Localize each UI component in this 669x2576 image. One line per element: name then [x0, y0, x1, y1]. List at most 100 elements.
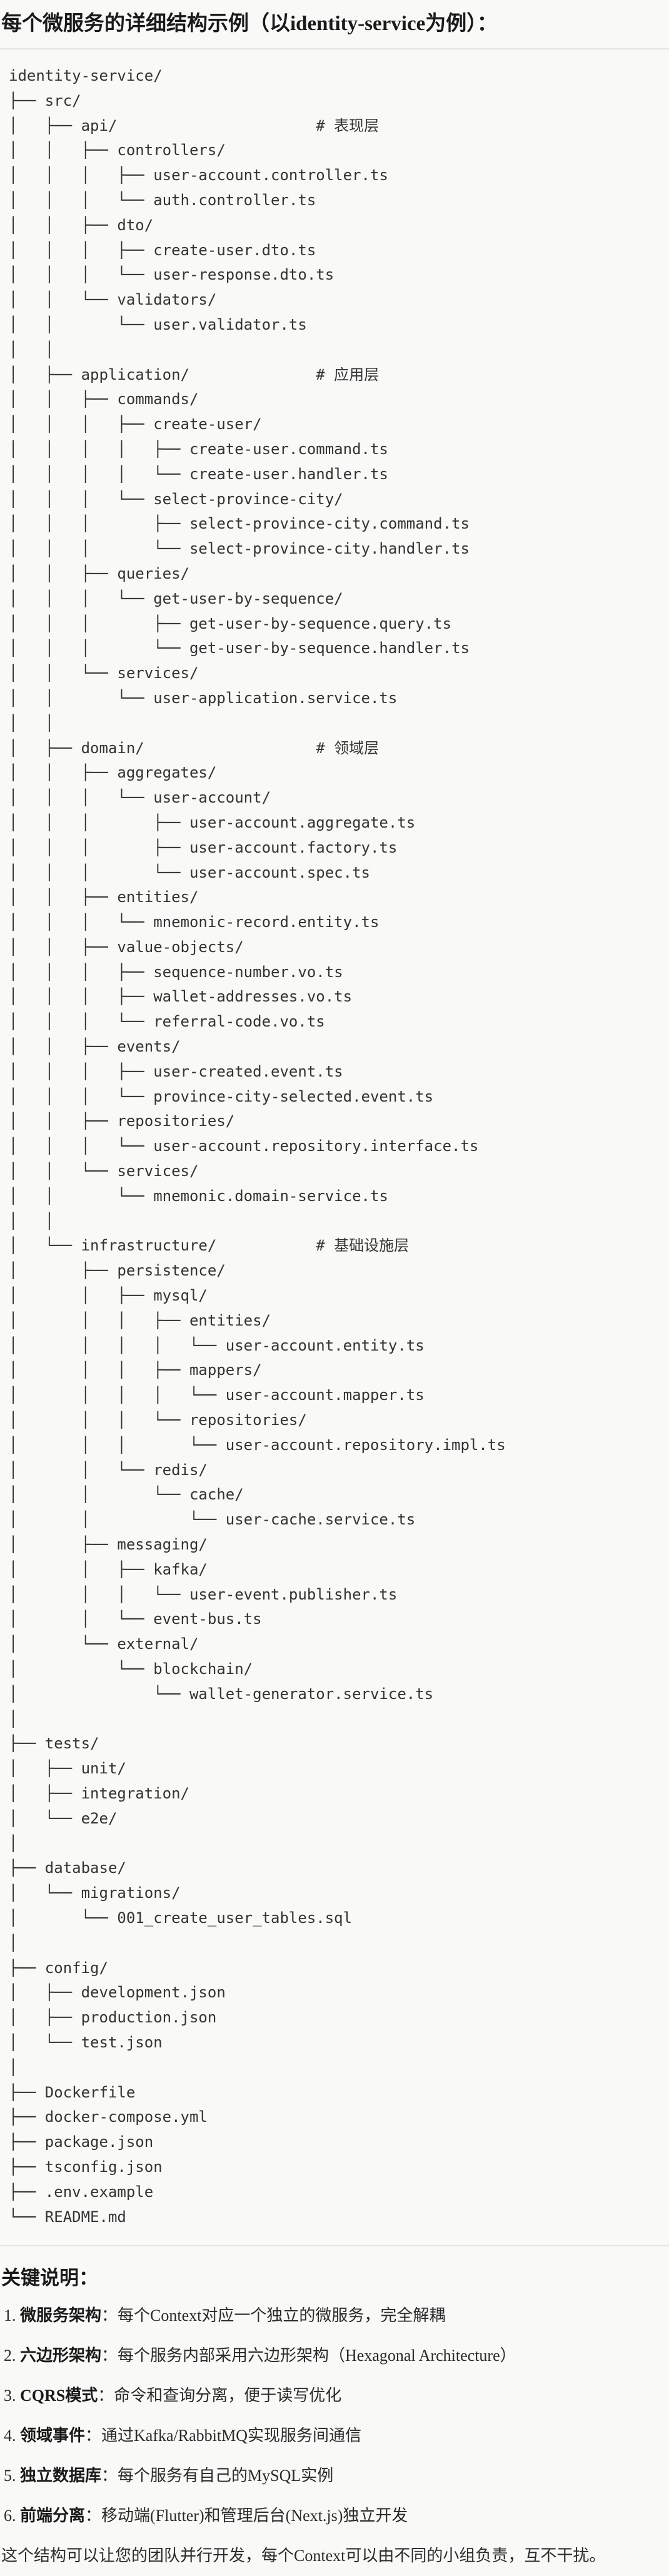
tree-line: │ │ │ └── user-account.repository.impl.t… — [9, 1436, 506, 1454]
divider — [0, 2245, 669, 2246]
tree-line: │ └── blockchain/ — [9, 1660, 253, 1678]
tree-line: │ │ │ ├── wallet-addresses.vo.ts — [9, 988, 353, 1006]
tree-line: ├── tsconfig.json — [9, 2158, 163, 2176]
tree-line: │ — [9, 1934, 18, 1952]
directory-tree-code-block: identity-service/├── src/│ ├── api/ # 表现… — [9, 64, 506, 2229]
tree-line: ├── database/ — [9, 1859, 126, 1877]
tree-line: │ │ └── event-bus.ts — [9, 1610, 262, 1628]
tree-line: │ │ — [9, 1212, 54, 1230]
note-number: 4. — [4, 2426, 20, 2445]
tree-line: │ │ — [9, 340, 54, 358]
tree-line: │ └── external/ — [9, 1635, 199, 1653]
note-term: 六边形架构 — [20, 2346, 102, 2365]
tree-line: ├── Dockerfile — [9, 2083, 136, 2101]
tree-line: │ │ ├── dto/ — [9, 216, 154, 234]
tree-line: │ │ │ │ ├── create-user.command.ts — [9, 440, 388, 458]
tree-line: │ │ ├── entities/ — [9, 888, 199, 906]
tree-line: │ │ │ ├── create-user/ — [9, 415, 262, 434]
note-number: 3. — [4, 2386, 20, 2405]
tree-line: │ │ │ │ └── user-account.mapper.ts — [9, 1386, 425, 1404]
tree-line: │ │ │ └── get-user-by-sequence.handler.t… — [9, 639, 470, 657]
note-number: 6. — [4, 2507, 20, 2525]
note-item: 6. 前端分离：移动端(Flutter)和管理后台(Next.js)独立开发 — [1, 2496, 664, 2536]
tree-line: │ │ ├── repositories/ — [9, 1112, 235, 1130]
tree-line: │ │ — [9, 714, 54, 732]
tree-line: │ │ │ ├── mappers/ — [9, 1361, 262, 1379]
tree-line: │ │ ├── commands/ — [9, 390, 199, 408]
tree-line: ├── config/ — [9, 1959, 108, 1977]
note-description: ：每个服务有自己的MySQL实例 — [101, 2467, 334, 2485]
note-item: 4. 领域事件：通过Kafka/RabbitMQ实现服务间通信 — [1, 2416, 664, 2456]
tree-line: │ │ │ └── referral-code.vo.ts — [9, 1013, 325, 1031]
tree-line: │ │ ├── events/ — [9, 1038, 181, 1056]
tree-line: │ │ │ └── get-user-by-sequence/ — [9, 589, 343, 607]
note-description: ：通过Kafka/RabbitMQ实现服务间通信 — [85, 2426, 361, 2445]
note-item: 5. 独立数据库：每个服务有自己的MySQL实例 — [1, 2456, 664, 2496]
tree-line: │ — [9, 1834, 18, 1852]
note-item: 3. CQRS模式：命令和查询分离，便于读写优化 — [1, 2376, 664, 2416]
tree-line: │ │ │ └── province-city-selected.event.t… — [9, 1087, 434, 1105]
tree-line: │ │ │ │ └── user-account.entity.ts — [9, 1336, 425, 1354]
tree-line: │ — [9, 1710, 18, 1728]
tree-line: identity-service/ — [9, 67, 163, 84]
tree-line: │ │ │ └── user-account.spec.ts — [9, 863, 370, 881]
tree-line: │ │ │ └── user-account.repository.interf… — [9, 1137, 479, 1155]
tree-line: │ │ │ ├── select-province-city.command.t… — [9, 515, 470, 533]
note-term: 微服务架构 — [20, 2306, 102, 2325]
tree-line: │ │ └── mnemonic.domain-service.ts — [9, 1187, 388, 1205]
tree-line: │ │ └── validators/ — [9, 291, 217, 309]
tree-line: ├── .env.example — [9, 2183, 154, 2201]
tree-line: │ │ ├── controllers/ — [9, 141, 226, 160]
tree-line: │ └── migrations/ — [9, 1884, 181, 1902]
divider — [0, 48, 669, 49]
tree-line: │ │ ├── queries/ — [9, 564, 189, 582]
note-term: 独立数据库 — [20, 2467, 102, 2485]
tree-line: │ │ └── services/ — [9, 664, 199, 682]
tree-line: │ │ └── user.validator.ts — [9, 315, 307, 333]
notes-heading: 关键说明： — [1, 2267, 98, 2289]
note-term: 领域事件 — [20, 2426, 86, 2445]
tree-line: │ │ │ ├── user-created.event.ts — [9, 1062, 343, 1080]
tree-line: │ │ │ ├── user-account.controller.ts — [9, 166, 388, 185]
tree-line: ├── docker-compose.yml — [9, 2108, 208, 2126]
tree-line: ├── tests/ — [9, 1735, 99, 1753]
note-item: 1. 微服务架构：每个Context对应一个独立的微服务，完全解耦 — [1, 2296, 664, 2336]
tree-line: │ ├── domain/ # 领域层 — [9, 739, 380, 757]
tree-line: │ ├── messaging/ — [9, 1536, 208, 1554]
tree-line: │ └── test.json — [9, 2033, 163, 2051]
note-number: 1. — [4, 2306, 20, 2325]
tree-line: │ ├── unit/ — [9, 1760, 126, 1778]
tree-line: │ │ │ └── user-event.publisher.ts — [9, 1585, 398, 1603]
note-description: ：每个Context对应一个独立的微服务，完全解耦 — [101, 2306, 446, 2325]
tree-line: │ ├── persistence/ — [9, 1262, 226, 1280]
tree-line: │ │ └── user-application.service.ts — [9, 689, 398, 707]
tree-line: │ │ ├── kafka/ — [9, 1560, 208, 1578]
tree-line: │ │ │ ├── user-account.aggregate.ts — [9, 813, 416, 831]
tree-line: │ │ │ ├── get-user-by-sequence.query.ts — [9, 614, 452, 632]
tree-line: │ │ │ ├── create-user.dto.ts — [9, 241, 316, 259]
tree-line: │ └── infrastructure/ # 基础设施层 — [9, 1237, 410, 1255]
tree-line: │ │ ├── aggregates/ — [9, 764, 217, 782]
tree-line: │ ├── api/ # 表现层 — [9, 116, 380, 134]
tree-line: │ │ │ ├── entities/ — [9, 1311, 271, 1329]
tree-line: │ ├── production.json — [9, 2009, 217, 2027]
tree-line: │ │ │ └── select-province-city.handler.t… — [9, 540, 470, 558]
tree-line: │ │ ├── mysql/ — [9, 1287, 208, 1305]
tree-line: │ │ │ ├── sequence-number.vo.ts — [9, 963, 343, 981]
tree-line: │ │ │ └── auth.controller.ts — [9, 191, 316, 209]
tree-line: │ │ │ │ └── create-user.handler.ts — [9, 465, 388, 483]
tree-line: │ └── e2e/ — [9, 1809, 118, 1827]
note-description: ：移动端(Flutter)和管理后台(Next.js)独立开发 — [85, 2507, 408, 2525]
tree-line: │ └── wallet-generator.service.ts — [9, 1685, 434, 1703]
note-number: 2. — [4, 2346, 20, 2365]
tree-line: │ │ └── user-cache.service.ts — [9, 1511, 416, 1529]
tree-line: │ │ │ └── select-province-city/ — [9, 490, 343, 508]
tree-line: │ │ └── cache/ — [9, 1486, 244, 1504]
note-term: 前端分离 — [20, 2507, 86, 2525]
note-description: ：命令和查询分离，便于读写优化 — [98, 2386, 342, 2405]
tree-line: │ │ └── services/ — [9, 1162, 199, 1180]
summary-text: 这个结构可以让您的团队并行开发，每个Context可以由不同的小组负责，互不干扰… — [1, 2547, 606, 2565]
note-item: 2. 六边形架构：每个服务内部采用六边形架构（Hexagonal Archite… — [1, 2336, 664, 2376]
